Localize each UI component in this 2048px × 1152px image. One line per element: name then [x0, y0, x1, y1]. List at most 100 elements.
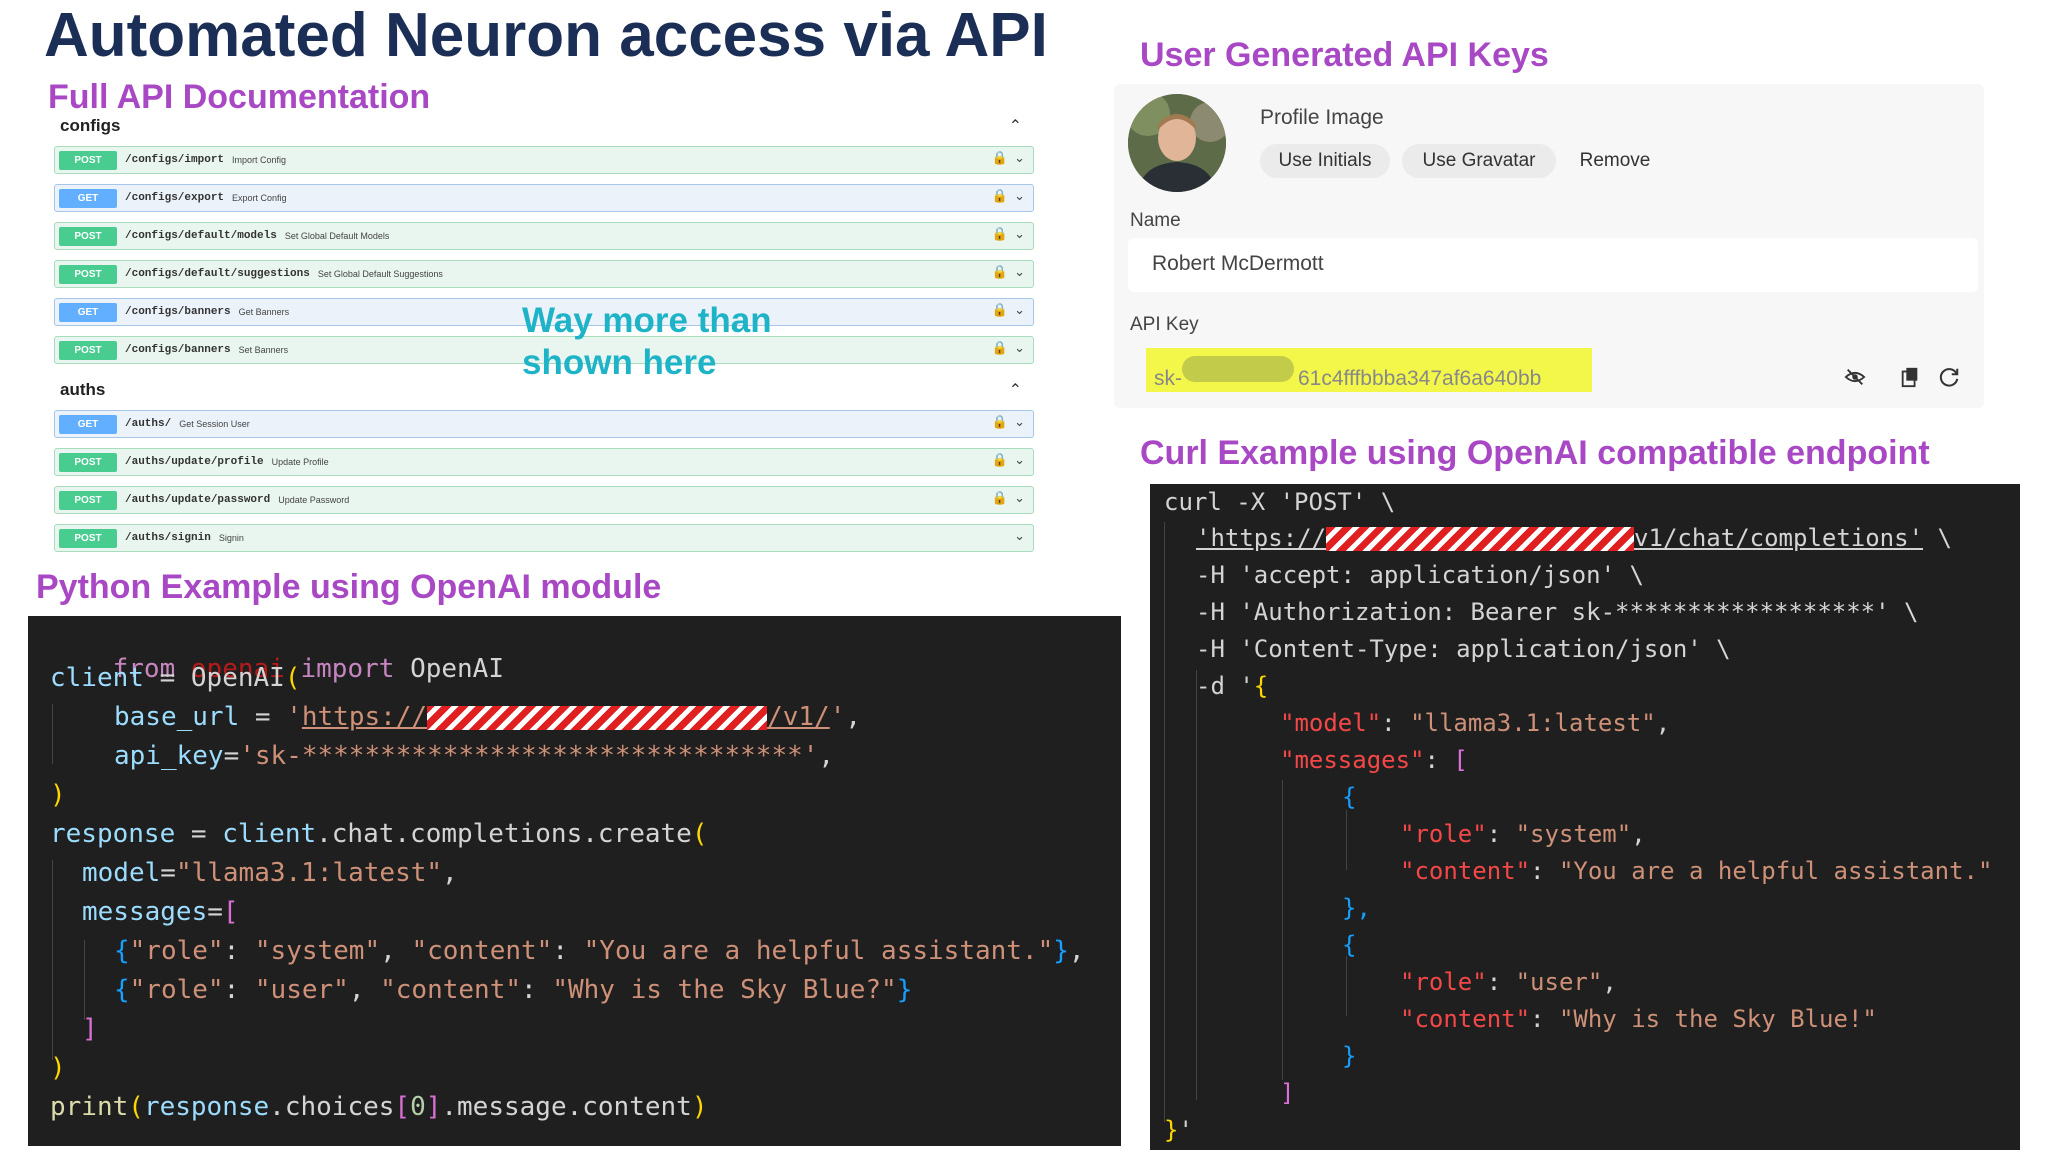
endpoint-row[interactable]: POST /auths/update/profile Update Profil…	[54, 448, 1034, 476]
code-line: "messages": [	[1280, 746, 1468, 774]
profile-panel: Profile Image Use Initials Use Gravatar …	[1114, 84, 1984, 408]
python-code-panel: from openai import OpenAI client = OpenA…	[28, 616, 1121, 1146]
method-badge: POST	[59, 150, 117, 170]
chevron-down-icon[interactable]: ⌄	[1014, 490, 1025, 505]
code-line: },	[1342, 894, 1371, 922]
remove-avatar-button[interactable]: Remove	[1579, 150, 1651, 171]
endpoint-desc: Set Global Default Suggestions	[317, 269, 443, 279]
code-line: -H 'accept: application/json' \	[1196, 561, 1644, 589]
code-line: }'	[1164, 1116, 1193, 1144]
name-value: Robert McDermott	[1152, 252, 1324, 275]
code-line: )	[50, 780, 66, 810]
code-line: base_url = 'https:///v1/',	[114, 702, 862, 732]
endpoint-desc: Import Config	[232, 155, 287, 165]
chevron-down-icon[interactable]: ⌄	[1014, 302, 1025, 317]
lock-icon[interactable]: 🔒	[991, 226, 1009, 241]
code-line: "model": "llama3.1:latest",	[1280, 709, 1671, 737]
endpoint-row[interactable]: POST /configs/default/suggestions Set Gl…	[54, 260, 1034, 288]
chevron-down-icon[interactable]: ⌄	[1014, 226, 1025, 241]
endpoint-path: /auths/update/password	[125, 494, 271, 506]
endpoint-path: /auths/signin	[125, 532, 211, 544]
endpoint-desc: Update Password	[278, 495, 350, 505]
lock-icon[interactable]: 🔒	[991, 340, 1009, 355]
endpoint-row[interactable]: GET /auths/ Get Session User 🔒⌄	[54, 410, 1034, 438]
code-line: client = OpenAI(	[50, 663, 301, 693]
chevron-down-icon[interactable]: ⌄	[1014, 414, 1025, 429]
chevron-down-icon[interactable]: ⌄	[1014, 452, 1025, 467]
code-line: "role": "user",	[1400, 968, 1617, 996]
page-title: Automated Neuron access via API	[44, 1, 1048, 70]
redacted-url	[1326, 527, 1635, 551]
code-line: )	[50, 1053, 66, 1083]
endpoint-row[interactable]: GET /configs/banners Get Banners 🔒 ⌄	[54, 298, 1034, 326]
lock-icon[interactable]: 🔒	[991, 264, 1009, 279]
method-badge: POST	[59, 528, 117, 548]
endpoint-path: /auths/update/profile	[125, 456, 264, 468]
endpoint-row[interactable]: GET /configs/export Export Config 🔒⌄	[54, 184, 1034, 212]
method-badge: GET	[59, 188, 117, 208]
code-line: from openai import OpenAI	[112, 654, 504, 684]
code-line: {	[1342, 783, 1357, 811]
api-docs-panel: configs ⌃ POST /configs/import Import Co…	[50, 112, 1040, 552]
section-auths[interactable]: auths	[60, 380, 106, 399]
use-initials-button[interactable]: Use Initials	[1260, 144, 1390, 178]
lock-icon[interactable]: 🔒	[991, 452, 1009, 467]
endpoint-row[interactable]: POST /configs/banners Set Banners 🔒⌄	[54, 336, 1034, 364]
profile-image-label: Profile Image	[1260, 106, 1384, 129]
chevron-down-icon[interactable]: ⌄	[1014, 150, 1025, 165]
endpoint-path: /configs/banners	[125, 344, 231, 356]
copy-icon[interactable]	[1900, 366, 1920, 394]
method-badge: POST	[59, 264, 117, 284]
method-badge: POST	[59, 452, 117, 472]
endpoint-desc: Update Profile	[271, 457, 329, 467]
docs-heading: Full API Documentation	[48, 78, 431, 116]
endpoint-desc: Export Config	[232, 193, 287, 203]
endpoint-path: /configs/import	[125, 154, 225, 166]
name-label: Name	[1130, 210, 1181, 231]
code-line: -H 'Content-Type: application/json' \	[1196, 635, 1731, 663]
redacted-url	[427, 705, 768, 730]
endpoint-desc: Get Session User	[179, 419, 250, 429]
name-field[interactable]: Robert McDermott	[1128, 238, 1978, 292]
use-gravatar-button[interactable]: Use Gravatar	[1402, 144, 1556, 178]
chevron-down-icon[interactable]: ⌄	[1014, 340, 1025, 355]
lock-icon[interactable]: 🔒	[991, 150, 1009, 165]
endpoint-desc: Get Banners	[238, 307, 290, 317]
method-badge: GET	[59, 414, 117, 434]
code-line: {"role": "user", "content": "Why is the …	[114, 975, 913, 1005]
lock-icon[interactable]: 🔒	[991, 490, 1009, 505]
code-line: {"role": "system", "content": "You are a…	[114, 936, 1085, 966]
curl-code-panel: curl -X 'POST' \ 'https://v1/chat/comple…	[1150, 484, 2020, 1150]
endpoint-path: /configs/banners	[125, 306, 231, 318]
chevron-down-icon[interactable]: ⌄	[1014, 528, 1025, 543]
code-line: model="llama3.1:latest",	[82, 858, 458, 888]
code-line: "content": "Why is the Sky Blue!"	[1400, 1005, 1877, 1033]
api-key-prefix: sk-	[1154, 367, 1182, 390]
code-line: print(response.choices[0].message.conten…	[50, 1092, 708, 1122]
endpoint-row[interactable]: POST /configs/default/models Set Global …	[54, 222, 1034, 250]
api-key-value[interactable]: 61c4fffbbba347af6a640bb	[1298, 367, 1542, 390]
code-line: ]	[82, 1014, 98, 1044]
curl-heading: Curl Example using OpenAI compatible end…	[1140, 434, 1930, 472]
chevron-down-icon[interactable]: ⌄	[1014, 188, 1025, 203]
eye-off-icon[interactable]	[1844, 366, 1866, 394]
endpoint-row[interactable]: POST /configs/import Import Config 🔒 ⌄	[54, 146, 1034, 174]
endpoint-row[interactable]: POST /auths/signin Signin ⌄	[54, 524, 1034, 552]
method-badge: POST	[59, 490, 117, 510]
code-line: {	[1342, 931, 1357, 959]
chevron-up-icon[interactable]: ⌃	[1008, 118, 1022, 135]
section-configs[interactable]: configs	[60, 116, 121, 135]
lock-icon[interactable]: 🔒	[991, 188, 1009, 203]
chevron-down-icon[interactable]: ⌄	[1014, 264, 1025, 279]
method-badge: POST	[59, 340, 117, 360]
refresh-icon[interactable]	[1938, 366, 1960, 394]
endpoint-row[interactable]: POST /auths/update/password Update Passw…	[54, 486, 1034, 514]
chevron-up-icon[interactable]: ⌃	[1008, 382, 1022, 399]
lock-icon[interactable]: 🔒	[991, 414, 1009, 429]
endpoint-desc: Set Global Default Models	[284, 231, 390, 241]
python-heading: Python Example using OpenAI module	[36, 568, 662, 606]
method-badge: POST	[59, 226, 117, 246]
avatar[interactable]	[1128, 94, 1226, 192]
lock-icon[interactable]: 🔒	[991, 302, 1009, 317]
method-badge: GET	[59, 302, 117, 322]
